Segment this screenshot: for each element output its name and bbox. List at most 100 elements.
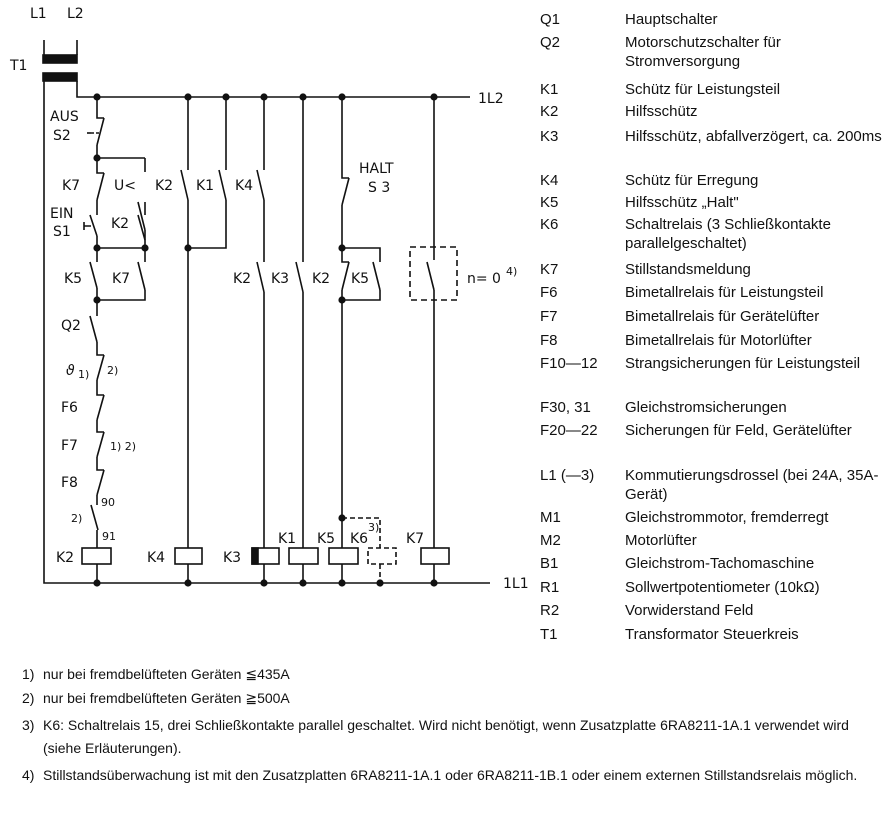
label-q2: Q2 [61, 318, 81, 334]
legend-description: Schütz für Erregung [625, 172, 759, 189]
legend-code: K1 [540, 81, 559, 98]
label-f8: F8 [61, 475, 78, 491]
label-f6: F6 [61, 400, 78, 416]
label-coil-k6: K6 [350, 531, 368, 547]
junction-dot [338, 579, 346, 587]
wires [42, 40, 490, 584]
label-coil-k7: K7 [406, 531, 424, 547]
legend-description: Sollwertpotentiometer (10kΩ) [625, 579, 820, 596]
label-k7-contact-b: K7 [112, 271, 130, 287]
legend-code: F8 [540, 332, 558, 349]
label-f7-note: 1) 2) [110, 440, 136, 453]
label-t1: T1 [9, 58, 27, 74]
legend-description: Bimetallrelais für Leistungsteil [625, 284, 824, 301]
legend-description: Gleichstrom-Tachomaschine [625, 555, 815, 572]
junction-dot [93, 296, 101, 304]
footnote-number: 3) [22, 717, 35, 733]
junction-dot [338, 514, 346, 522]
label-ein: EIN [50, 206, 73, 222]
label-col-k2: K2 [155, 178, 173, 194]
label-coil-k3: K3 [223, 550, 241, 566]
junction-dot [260, 579, 268, 587]
legend-code: K7 [540, 261, 559, 278]
footnote-text: nur bei fremdbelüfteten Geräten ≧500A [43, 690, 290, 706]
legend-description: Hauptschalter [625, 11, 718, 28]
label-row2-k3: K3 [271, 271, 289, 287]
legend-code: F20—22 [540, 422, 598, 439]
junction-dot [184, 579, 192, 587]
label-l2: L2 [67, 6, 84, 22]
legend-description: Hilfsschütz [625, 103, 698, 120]
label-note-2: 2) [71, 512, 82, 525]
junction-dot [93, 579, 101, 587]
footnote-text: nur bei fremdbelüfteten Geräten ≦435A [43, 666, 290, 682]
junction-dot [260, 93, 268, 101]
label-col-k1: K1 [196, 178, 214, 194]
label-1l2: 1L2 [478, 91, 504, 107]
label-row2-k2: K2 [233, 271, 251, 287]
legend-description: Gleichstrommotor, fremderregt [625, 509, 829, 526]
label-k5-contact: K5 [64, 271, 82, 287]
junction-dot [299, 93, 307, 101]
label-k2-contact: K2 [111, 216, 129, 232]
legend-code: M2 [540, 532, 561, 549]
label-f7: F7 [61, 438, 78, 454]
legend-code: F10—12 [540, 355, 598, 372]
label-coil-k4: K4 [147, 550, 165, 566]
legend-code: Q1 [540, 11, 561, 28]
junction-dot [222, 93, 230, 101]
legend-code: K3 [540, 128, 559, 145]
legend-description: Kommutierungsdrossel (bei 24A, 35A-Gerät… [625, 467, 879, 503]
footnote-number: 2) [22, 690, 35, 706]
junction-dot [430, 93, 438, 101]
junction-dot [338, 244, 346, 252]
junction-dot [430, 579, 438, 587]
junction-dot [93, 154, 101, 162]
legend-description: Strangsicherungen für Leistungsteil [625, 355, 861, 372]
label-aus: AUS [50, 109, 79, 125]
legend-code: F6 [540, 284, 558, 301]
legend-code: K6 [540, 216, 559, 233]
control-circuit-diagram: L1 L2 T1 1L2 1L1 AUS S2 K7 U< EIN S1 K2 … [9, 6, 529, 592]
label-theta-note1: 1) [78, 368, 89, 381]
footnote-text: K6: Schaltrelais 15, drei Schließkontakt… [43, 717, 849, 756]
legend-description: Bimetallrelais für Motorlüfter [625, 332, 812, 349]
label-terminal-90: 90 [101, 496, 115, 509]
junction-dot [184, 93, 192, 101]
label-l1: L1 [30, 6, 47, 22]
legend-description: Stillstandsmeldung [625, 261, 751, 278]
legend-code: F7 [540, 308, 558, 325]
label-s2: S2 [53, 128, 71, 144]
legend-code: L1 (—3) [540, 467, 595, 484]
junction-dots [93, 93, 438, 587]
label-row2-k2b: K2 [312, 271, 330, 287]
legend-code: K4 [540, 172, 559, 189]
label-1l1: 1L1 [503, 576, 529, 592]
labels: L1 L2 T1 1L2 1L1 AUS S2 K7 U< EIN S1 K2 … [9, 6, 529, 592]
legend-code: Q2 [540, 34, 561, 51]
footnote-number: 1) [22, 666, 35, 682]
legend-code: R2 [540, 602, 560, 619]
legend-description: Hilfsschütz, abfallverzögert, ca. 200ms [625, 128, 882, 145]
legend-code: K5 [540, 194, 559, 211]
legend-code: R1 [540, 579, 560, 596]
label-coil-k5: K5 [317, 531, 335, 547]
legend-description: Hilfsschütz „Halt" [625, 194, 739, 211]
legend-description: Sicherungen für Feld, Gerätelüfter [625, 422, 852, 439]
label-col-k4: K4 [235, 178, 253, 194]
legend-code: K2 [540, 103, 559, 120]
legend-code: F30, 31 [540, 399, 591, 416]
label-coil-k2: K2 [56, 550, 74, 566]
legend-description: Bimetallrelais für Gerätelüfter [625, 308, 820, 325]
label-s3: S 3 [368, 180, 390, 196]
junction-dot [141, 244, 149, 252]
legend-description: Motorschutzschalter für Stromversorgung [625, 34, 781, 70]
legend-description: Gleichstromsicherungen [625, 399, 787, 416]
label-theta: ϑ [66, 363, 75, 379]
label-coil-k1: K1 [278, 531, 296, 547]
footnote-number: 4) [22, 767, 35, 783]
label-undervoltage: U< [114, 178, 136, 194]
label-s1: S1 [53, 224, 71, 240]
junction-dot [184, 244, 192, 252]
legend-description: Motorlüfter [625, 532, 697, 549]
